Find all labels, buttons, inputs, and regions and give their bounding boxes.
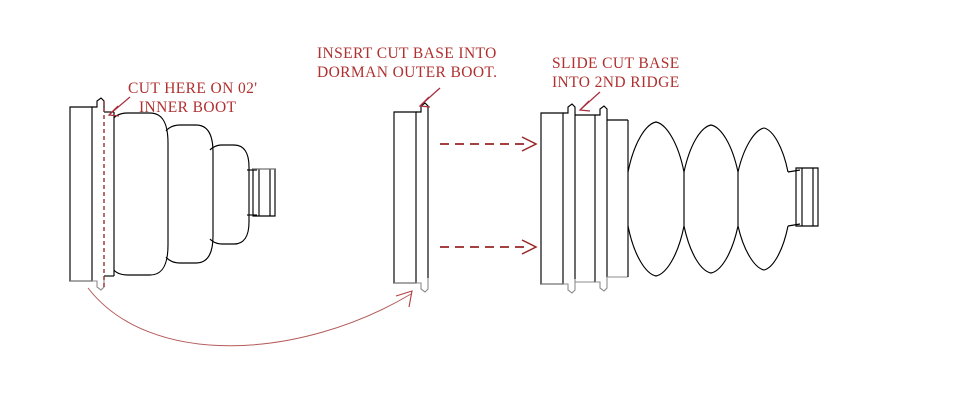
inner-boot-convolution-2 (165, 124, 214, 264)
annotation-cut-here: CUT HERE ON 02' INNER BOOT (107, 80, 258, 117)
cut-base-ridge-bottom (416, 278, 429, 293)
annotation-insert-line2: DORMAN OUTER BOOT. (317, 64, 497, 81)
annotation-slide-line2: INTO 2ND RIDGE (552, 74, 680, 91)
part-inner-boot-02 (69, 97, 276, 291)
annotation-cut-here-line2: INNER BOOT (139, 99, 237, 116)
cut-base-travel-curve (87, 287, 412, 347)
motion-arrow-transfer-lower (440, 239, 538, 255)
outer-boot-end-collar (795, 167, 819, 227)
outer-boot-ridge-2-bottom (595, 277, 608, 292)
motion-arrow-transfer-upper (440, 136, 538, 152)
outer-boot-convolution-1-upper (627, 121, 685, 173)
annotation-cut-here-pointer-head-icon (107, 105, 120, 117)
cut-base-ridge-top (416, 102, 429, 117)
inner-boot-end-collar (252, 168, 276, 217)
annotation-cut-here-line1: CUT HERE ON 02' (128, 80, 258, 97)
annotation-insert-cut-base: INSERT CUT BASE INTO DORMAN OUTER BOOT. (317, 45, 497, 108)
annotation-slide-cut-base: SLIDE CUT BASE INTO 2ND RIDGE (552, 55, 680, 112)
inner-boot-ridge-bottom (92, 276, 105, 291)
assembly-cut-base-ridge-top (563, 103, 576, 118)
outer-boot-convolution-2-upper (683, 124, 739, 173)
cut-base-flange-outer (393, 111, 417, 284)
transfer-lower-head (521, 239, 538, 255)
outer-boot-convolution-3-lower (737, 225, 789, 271)
motion-arrow-cut-base-travel (87, 287, 413, 347)
annotation-insert-pointer-head-icon (418, 96, 431, 108)
annotation-slide-pointer-head-icon (578, 100, 591, 112)
cut-base-travel-head (395, 290, 413, 308)
outer-boot-neck-taper-bottom (787, 223, 801, 227)
outer-boot-ridge-2-top (595, 105, 608, 120)
outer-boot-convolution-1-lower (627, 225, 685, 277)
outer-boot-convolution-2-lower (683, 225, 739, 274)
assembly-cut-base-flange (540, 112, 564, 285)
inner-boot-convolution-1 (113, 112, 169, 276)
annotation-insert-line1: INSERT CUT BASE INTO (317, 45, 497, 62)
inner-boot-convolution-3 (209, 144, 250, 245)
inner-boot-ridge-top (92, 97, 105, 112)
assembly-cut-base-ridge-bottom (563, 279, 576, 294)
part-cut-base (393, 102, 429, 293)
outer-boot-neck-taper-top (787, 169, 801, 173)
transfer-upper-head (521, 136, 538, 152)
part-dorman-outer-boot-assembly (540, 103, 819, 294)
annotation-slide-line1: SLIDE CUT BASE (552, 55, 680, 72)
inner-boot-flange-outer (69, 106, 93, 282)
outer-boot-convolution-3-upper (737, 127, 789, 173)
